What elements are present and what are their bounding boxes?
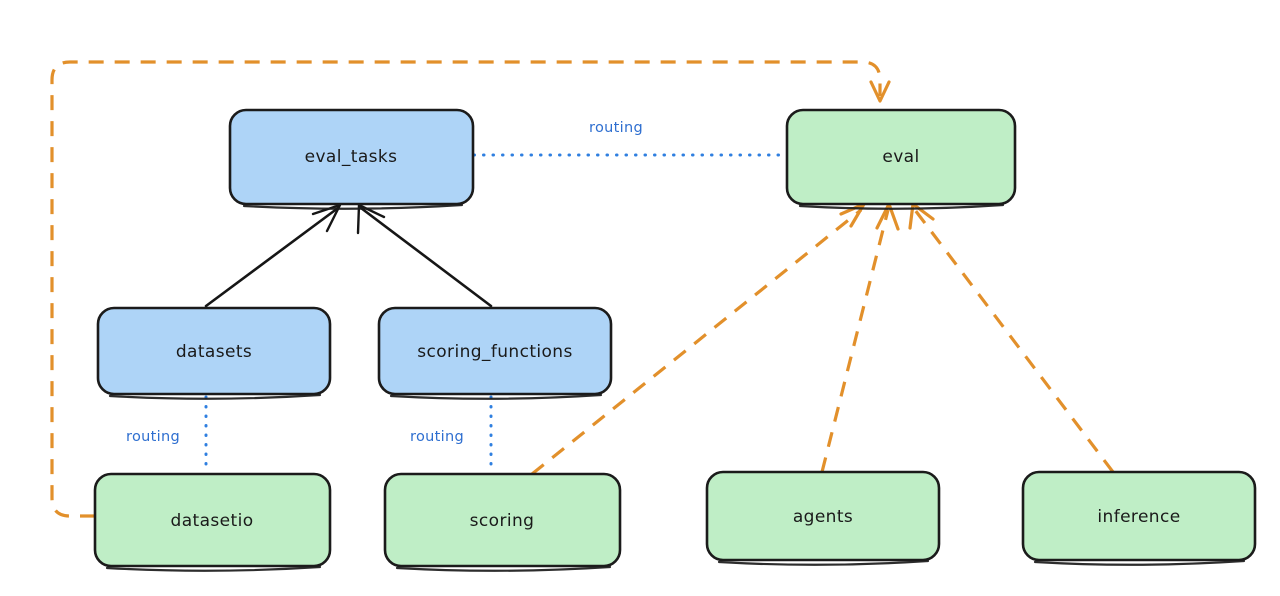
node-inference-shadow	[1033, 559, 1246, 566]
node-group: eval_tasks eval datasets scoring_functio…	[93, 108, 1257, 572]
node-datasets-box	[96, 306, 332, 396]
edge-evaltasks-to-eval: routing	[472, 120, 788, 157]
edge-scoring-to-eval-path	[530, 208, 863, 476]
node-eval[interactable]: eval	[785, 108, 1017, 210]
node-inference-box	[1021, 470, 1257, 562]
edge-inference-to-eval-path	[913, 209, 1115, 473]
node-datasetio-box	[93, 472, 332, 568]
edge-agents-to-eval	[820, 202, 900, 473]
node-eval-tasks-label: eval_tasks	[305, 147, 398, 167]
node-agents-label: agents	[793, 507, 853, 527]
node-eval-tasks-box	[228, 108, 475, 206]
node-agents[interactable]: agents	[705, 470, 941, 566]
edge-scoringfunctions-to-evaltasks-path	[359, 206, 493, 308]
node-eval-box	[785, 108, 1017, 206]
node-agents-box	[705, 470, 941, 562]
edge-group-provider-dashed	[50, 60, 1115, 518]
node-datasetio-label: datasetio	[171, 511, 254, 531]
edge-datasetio-to-eval	[50, 60, 891, 518]
edge-label-routing-top: routing	[589, 120, 643, 136]
node-agents-shadow	[717, 559, 930, 566]
edge-group-solid	[204, 203, 493, 308]
edge-datasets-to-datasetio: routing	[126, 395, 208, 474]
edge-inference-to-eval	[908, 202, 1115, 473]
node-scoring-functions-label: scoring_functions	[417, 342, 572, 362]
edge-datasetio-to-eval-path	[50, 60, 882, 518]
edge-label-routing-datasets: routing	[126, 429, 180, 445]
node-datasets[interactable]: datasets	[96, 306, 332, 400]
node-eval-tasks-shadow	[242, 203, 464, 210]
edge-label-routing-scoring-functions: routing	[410, 429, 464, 445]
node-eval-shadow	[798, 203, 1005, 210]
node-datasetio[interactable]: datasetio	[93, 472, 332, 572]
node-scoring-label: scoring	[470, 511, 535, 531]
edge-datasets-to-evaltasks-path	[204, 206, 340, 308]
edge-datasetio-to-eval-arrowhead	[869, 80, 891, 103]
edge-agents-to-eval-path	[820, 209, 890, 473]
edge-datasets-to-evaltasks	[204, 203, 342, 308]
node-scoring-shadow	[395, 565, 612, 572]
edge-scoringfunctions-to-evaltasks	[356, 203, 493, 308]
node-datasets-shadow	[108, 393, 322, 400]
node-scoring-functions[interactable]: scoring_functions	[377, 306, 613, 400]
node-eval-tasks[interactable]: eval_tasks	[228, 108, 475, 210]
node-datasets-label: datasets	[176, 342, 252, 362]
node-inference[interactable]: inference	[1021, 470, 1257, 566]
node-scoring-functions-box	[377, 306, 613, 396]
edge-scoringfunctions-to-scoring: routing	[410, 395, 493, 474]
node-datasetio-shadow	[105, 565, 322, 572]
edge-group-routing-dotted: routing routing routing	[126, 120, 788, 474]
node-inference-label: inference	[1097, 507, 1180, 527]
node-scoring-functions-shadow	[389, 393, 603, 400]
node-scoring[interactable]: scoring	[383, 472, 622, 572]
node-eval-label: eval	[882, 147, 919, 167]
node-scoring-box	[383, 472, 622, 568]
